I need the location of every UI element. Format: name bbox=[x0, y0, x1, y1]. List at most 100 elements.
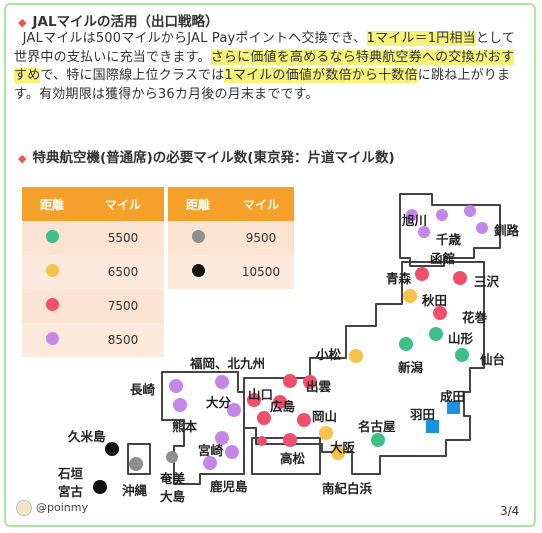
haneda-marker bbox=[426, 420, 439, 433]
hiroshima-dot-2 bbox=[273, 395, 287, 409]
section-title: 特典航空機(普通席)の必要マイル数(東京発：片道マイル数) bbox=[32, 150, 395, 166]
label-okinawa: 沖縄 bbox=[122, 483, 148, 498]
label-asahikawa: 旭川 bbox=[402, 213, 428, 228]
col-miles: マイル bbox=[82, 187, 164, 221]
akita-dot bbox=[403, 289, 417, 303]
hiroshima-dot bbox=[257, 411, 271, 425]
highlight-3: 1マイルの価値が数倍から十数倍 bbox=[224, 68, 418, 83]
footer-handle: @poinmy bbox=[16, 500, 88, 516]
label-izumo: 出雲 bbox=[306, 379, 332, 394]
label-nankishirahama: 南紀白浜 bbox=[322, 481, 373, 496]
table-row: 5500 9500 bbox=[22, 221, 294, 255]
ishigaki-dot bbox=[93, 480, 107, 494]
asahikawa-dot bbox=[436, 209, 448, 221]
section-title: JALマイルの活用（出口戦略） bbox=[32, 14, 219, 30]
body-paragraph: JALマイルは500マイルからJAL Payポイントへ交換でき、1マイル＝1円相… bbox=[14, 30, 526, 104]
label-narita: 成田 bbox=[440, 389, 466, 404]
takamatsu-dot bbox=[257, 436, 267, 446]
asahikawa-dot-2 bbox=[406, 209, 418, 221]
para-text-3: で、特に国際線上位クラスでは bbox=[40, 68, 225, 83]
label-hakodate: 函館 bbox=[430, 251, 456, 266]
col-miles: マイル bbox=[228, 187, 294, 221]
gray-dot-icon bbox=[191, 230, 205, 243]
izumo-dot-2 bbox=[303, 375, 317, 389]
miles-value: 10500 bbox=[228, 255, 294, 289]
para-text-1: JALマイルは500マイルからJAL Payポイントへ交換でき、 bbox=[22, 31, 367, 46]
purple-dot-icon bbox=[45, 332, 59, 345]
yellow-dot-icon bbox=[45, 264, 59, 277]
amami-dot bbox=[166, 451, 178, 463]
kumamoto-dot bbox=[173, 398, 187, 412]
kushiro-dot-2 bbox=[476, 222, 488, 234]
green-dot-icon bbox=[45, 230, 59, 243]
label-haneda: 羽田 bbox=[410, 407, 436, 422]
label-nagasaki: 長崎 bbox=[130, 382, 156, 397]
miles-value: 7500 bbox=[82, 289, 164, 323]
niigata-dot bbox=[399, 337, 413, 351]
label-miyazaki: 宮崎 bbox=[198, 443, 224, 458]
miles-value: 6500 bbox=[82, 255, 164, 289]
label-osaka: 大阪 bbox=[330, 440, 356, 455]
label-hiroshima: 広島 bbox=[270, 399, 296, 414]
label-yamagata: 山形 bbox=[448, 331, 474, 346]
nagoya-dot bbox=[371, 433, 385, 447]
label-kumejima: 久米島 bbox=[68, 429, 106, 444]
label-kumamoto: 熊本 bbox=[172, 419, 198, 434]
section-heading-usage: ◆ JALマイルの活用（出口戦略） bbox=[18, 10, 219, 30]
label-yamaguchi: 山口 bbox=[248, 387, 274, 402]
miles-value: 8500 bbox=[82, 323, 164, 357]
page-frame bbox=[4, 3, 536, 527]
label-komatsu: 小松 bbox=[316, 347, 342, 362]
kyushu-outline bbox=[161, 371, 245, 485]
table-row: 7500 bbox=[22, 289, 294, 323]
aomori-dot bbox=[415, 267, 429, 281]
komatsu-dot bbox=[349, 349, 363, 363]
chitose-dot bbox=[418, 226, 430, 238]
section-heading-award: ◆ 特典航空機(普通席)の必要マイル数(東京発：片道マイル数) bbox=[18, 146, 395, 166]
label-kushiro: 釧路 bbox=[494, 223, 520, 238]
label-oshima: 大島 bbox=[160, 489, 186, 504]
label-takamatsu: 高松 bbox=[280, 451, 306, 466]
label-ishigaki: 石垣 bbox=[58, 466, 84, 481]
label-oita: 大分 bbox=[206, 395, 232, 410]
fukuoka-dot bbox=[215, 375, 229, 389]
yamaguchi-dot bbox=[247, 393, 261, 407]
hokkaido-outline bbox=[399, 193, 501, 267]
hanamaki-dot bbox=[433, 306, 447, 320]
miyazaki-dot-2 bbox=[225, 445, 239, 459]
label-okayama: 岡山 bbox=[312, 409, 338, 424]
diamond-icon: ◆ bbox=[18, 16, 27, 29]
label-akita: 秋田 bbox=[422, 293, 448, 308]
okayama-dot bbox=[297, 413, 311, 427]
label-misawa: 三沢 bbox=[474, 274, 500, 289]
label-sendai: 仙台 bbox=[480, 352, 506, 367]
label-niigata: 新潟 bbox=[398, 360, 424, 375]
misawa-dot bbox=[453, 271, 467, 285]
kushiro-dot bbox=[464, 205, 476, 217]
label-nagoya: 名古屋 bbox=[358, 419, 396, 434]
highlight-1: 1マイル＝1円相当 bbox=[366, 31, 476, 46]
red-dot-icon bbox=[45, 298, 59, 311]
kumejima-dot bbox=[105, 442, 119, 456]
honshu-outline bbox=[243, 261, 485, 475]
takamatsu-dot-2 bbox=[283, 433, 297, 447]
label-aomori: 青森 bbox=[386, 271, 412, 286]
label-hanamaki: 花巻 bbox=[462, 310, 488, 325]
col-distance: 距離 bbox=[168, 187, 228, 221]
miles-value: 5500 bbox=[82, 221, 164, 255]
airport-dots bbox=[93, 205, 488, 494]
nankishirahama-dot bbox=[331, 446, 345, 460]
sendai-dot bbox=[455, 348, 469, 362]
table-row: 8500 bbox=[22, 323, 294, 357]
miles-table: 距離 マイル 距離 マイル 5500 9500 6500 10500 7500 … bbox=[22, 187, 294, 357]
label-fukuoka: 福岡、北九州 bbox=[190, 356, 266, 371]
oita-dot bbox=[227, 403, 241, 417]
para-text-2: として世界中の支払いに充当できます。 bbox=[14, 31, 516, 65]
label-amami: 奄美 bbox=[160, 471, 186, 486]
izumo-dot bbox=[283, 374, 297, 388]
handle-text: @poinmy bbox=[36, 501, 88, 514]
avatar bbox=[16, 500, 32, 516]
diamond-icon: ◆ bbox=[18, 152, 27, 165]
yamagata-dot bbox=[429, 327, 443, 341]
